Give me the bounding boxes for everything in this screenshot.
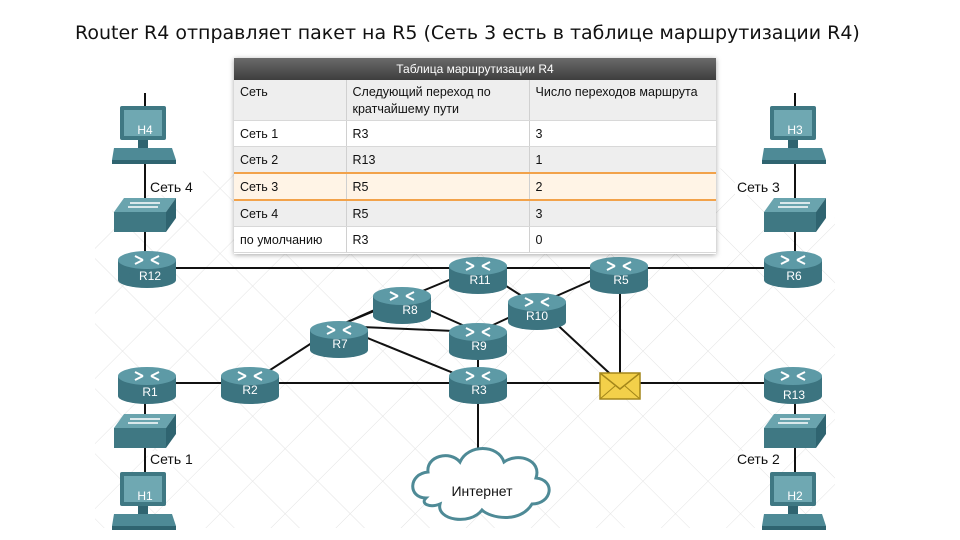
cell-next-hop: R13 <box>346 146 530 174</box>
switch-network-1[interactable] <box>114 414 176 448</box>
envelope-icon <box>599 372 641 400</box>
cell-next-hop: R3 <box>346 226 530 253</box>
router-r11[interactable]: R11 <box>449 256 507 294</box>
cloud-label: Интернет <box>451 483 513 499</box>
router-r1[interactable]: R1 <box>118 366 176 404</box>
slide-title: Router R4 отправляет пакет на R5 (Сеть 3… <box>75 22 860 44</box>
cell-hop-count: 3 <box>529 200 716 227</box>
router-r3-label: R3 <box>471 383 487 397</box>
router-r9-label: R9 <box>471 339 487 353</box>
table-row: Сеть 1 R3 3 <box>234 120 716 147</box>
router-r12[interactable]: R12 <box>118 250 176 288</box>
host-h2-label: H2 <box>787 489 803 503</box>
table-row: Сеть 4 R5 3 <box>234 200 716 227</box>
router-r13[interactable]: R13 <box>764 366 822 404</box>
routing-table-caption: Таблица маршрутизации R4 <box>234 58 716 80</box>
header-hop-count: Число переходов маршрута <box>529 80 716 121</box>
router-r6[interactable]: R6 <box>764 250 822 288</box>
table-row: по умолчанию R3 0 <box>234 226 716 253</box>
router-r8-label: R8 <box>402 303 418 317</box>
host-h4-label: H4 <box>137 123 153 137</box>
cell-network: Сеть 2 <box>234 146 347 174</box>
router-r11-label: R11 <box>469 273 490 287</box>
routing-table: Таблица маршрутизации R4 Сеть Следующий … <box>234 58 716 254</box>
router-r6-label: R6 <box>786 269 802 283</box>
network-diagram: Интернет H4 H3 H1 H2 R12 <box>90 58 840 540</box>
table-row-highlighted: Сеть 3 R5 2 <box>234 172 716 201</box>
host-h3-label: H3 <box>787 123 803 137</box>
table-row: Сеть 2 R13 1 <box>234 146 716 174</box>
router-r12-label: R12 <box>139 269 161 283</box>
router-r5-label: R5 <box>613 273 629 287</box>
router-r7-label: R7 <box>332 337 348 351</box>
routing-table-grid: Сеть Следующий переход по кратчайшему пу… <box>234 80 716 253</box>
host-h1[interactable]: H1 <box>112 472 176 530</box>
internet-cloud: Интернет <box>411 447 551 521</box>
cell-next-hop: R3 <box>346 120 530 147</box>
router-r3[interactable]: R3 <box>449 366 507 404</box>
router-r2[interactable]: R2 <box>221 366 279 404</box>
router-r2-label: R2 <box>242 383 258 397</box>
cell-network: Сеть 4 <box>234 200 347 227</box>
host-h2[interactable]: H2 <box>762 472 826 530</box>
host-h1-label: H1 <box>137 489 153 503</box>
router-r7[interactable]: R7 <box>310 320 368 358</box>
router-r10[interactable]: R10 <box>508 292 566 330</box>
network-2-label: Сеть 2 <box>735 451 782 467</box>
switch-network-3[interactable] <box>764 198 826 232</box>
header-network: Сеть <box>234 80 347 121</box>
cell-hop-count: 2 <box>529 172 716 201</box>
cell-hop-count: 1 <box>529 146 716 174</box>
host-h3[interactable]: H3 <box>762 106 826 164</box>
cell-hop-count: 3 <box>529 120 716 147</box>
network-3-label: Сеть 3 <box>735 179 782 195</box>
network-4-label: Сеть 4 <box>148 179 195 195</box>
router-r9[interactable]: R9 <box>449 322 507 360</box>
cell-next-hop: R5 <box>346 200 530 227</box>
router-r8[interactable]: R8 <box>373 286 431 324</box>
host-h4[interactable]: H4 <box>112 106 176 164</box>
cell-network: по умолчанию <box>234 226 347 253</box>
router-r13-label: R13 <box>783 388 805 402</box>
cell-hop-count: 0 <box>529 226 716 253</box>
network-1-label: Сеть 1 <box>148 451 195 467</box>
switch-network-2[interactable] <box>764 414 826 448</box>
switch-network-4[interactable] <box>114 198 176 232</box>
cell-network: Сеть 3 <box>234 172 347 201</box>
table-header-row: Сеть Следующий переход по кратчайшему пу… <box>234 80 716 121</box>
cell-next-hop: R5 <box>346 172 530 201</box>
router-r1-label: R1 <box>142 385 158 399</box>
cell-network: Сеть 1 <box>234 120 347 147</box>
router-r5[interactable]: R5 <box>590 256 648 294</box>
router-r10-label: R10 <box>526 309 548 323</box>
header-next-hop: Следующий переход по кратчайшему пути <box>346 80 530 121</box>
